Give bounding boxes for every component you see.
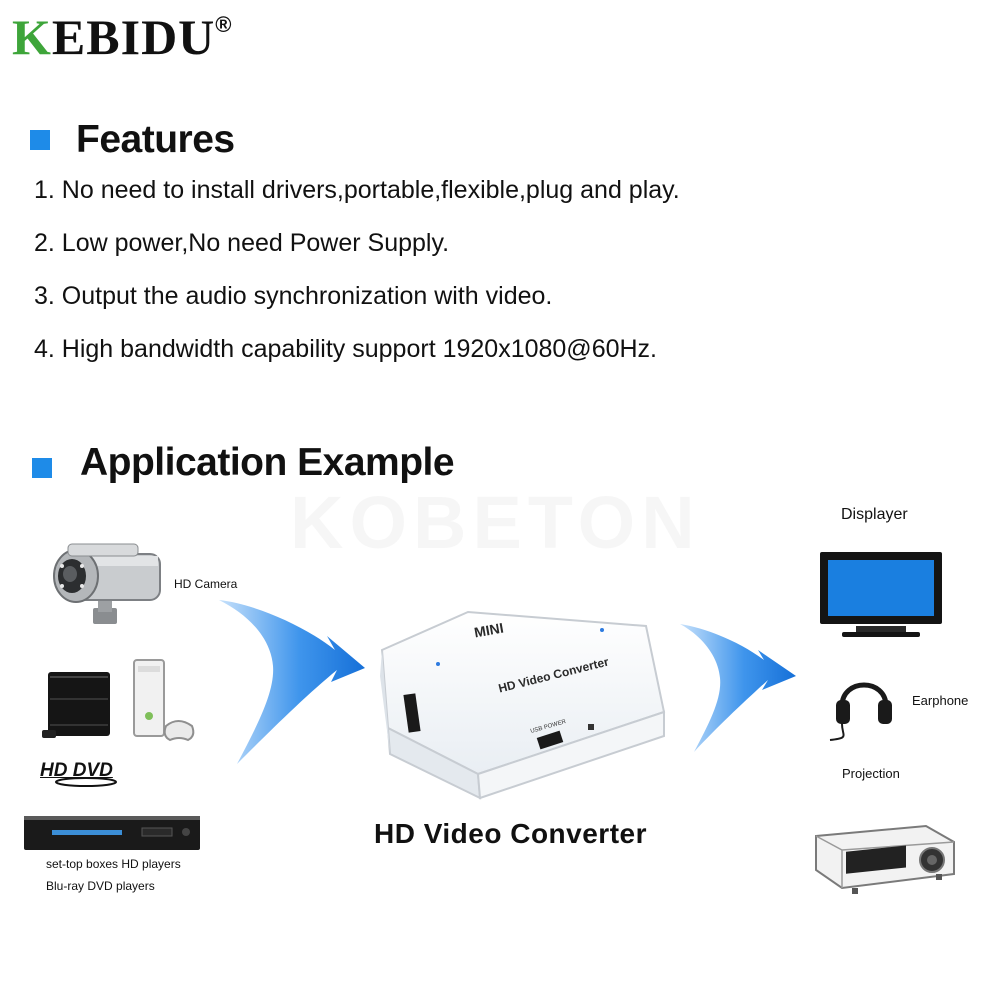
hd-dvd-label: HD DVD	[40, 760, 113, 781]
hd-camera-label: HD Camera	[174, 577, 238, 591]
right-flow-arrow-icon	[680, 624, 796, 752]
feature-item-4: 4. High bandwidth capability support 192…	[34, 335, 657, 363]
hd-dvd-logo-icon	[55, 777, 117, 787]
game-console-black-icon	[42, 672, 110, 738]
displayer-label: Displayer	[841, 506, 908, 523]
set-top-box-label: set-top boxes HD players	[46, 857, 181, 871]
features-bullet-icon	[30, 130, 50, 150]
brand-logo: KEBIDU®	[12, 8, 233, 66]
hd-camera-icon	[53, 543, 161, 624]
logo-rest: EBIDU	[51, 9, 216, 65]
application-heading: Application Example	[80, 441, 455, 484]
displayer-monitor-icon	[820, 552, 942, 637]
earphone-label: Earphone	[912, 693, 969, 708]
projector-icon	[815, 824, 955, 894]
features-heading: Features	[76, 118, 235, 161]
converter-caption: HD Video Converter	[374, 818, 647, 849]
game-console-white-icon	[133, 659, 195, 742]
projection-label: Projection	[842, 766, 900, 781]
application-bullet-icon	[32, 458, 52, 478]
feature-item-3: 3. Output the audio synchronization with…	[34, 282, 553, 310]
feature-item-2: 2. Low power,No need Power Supply.	[34, 229, 450, 257]
set-top-box-icon	[24, 816, 200, 850]
registered-mark: ®	[215, 12, 233, 37]
mini-converter-device-icon	[380, 610, 666, 800]
earphone-headphones-icon	[829, 682, 892, 741]
logo-first-letter: K	[12, 9, 52, 65]
left-flow-arrow-icon	[219, 600, 365, 764]
feature-item-1: 1. No need to install drivers,portable,f…	[34, 176, 680, 204]
watermark-text: KOBETON	[290, 480, 701, 565]
bluray-player-label: Blu-ray DVD players	[46, 879, 155, 893]
